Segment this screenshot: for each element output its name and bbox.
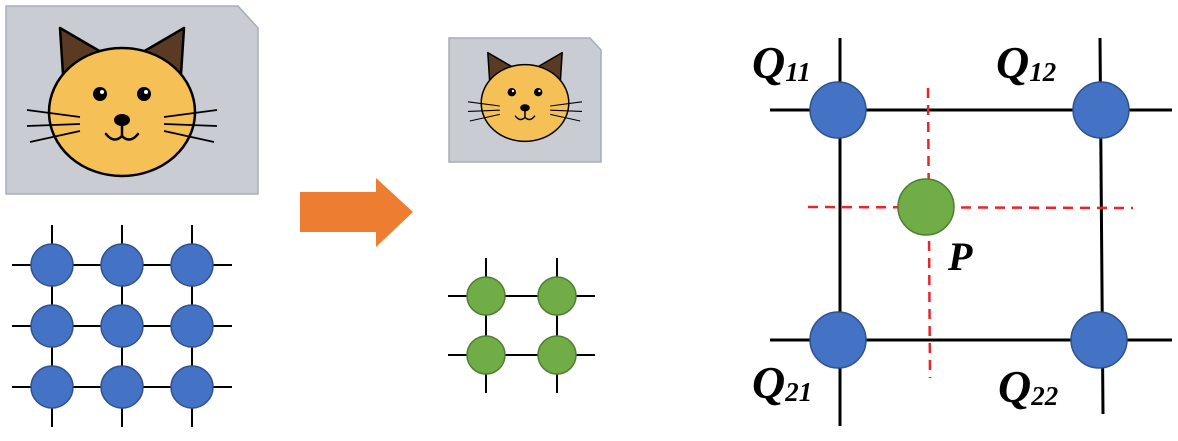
cat-whisker <box>163 109 218 118</box>
source-grid-node <box>170 304 214 348</box>
target-image-card <box>448 37 602 163</box>
source-grid-node <box>170 365 214 409</box>
cat-whisker <box>26 109 81 118</box>
node-q22 <box>1070 311 1128 369</box>
label-q21: Q21 <box>752 357 812 408</box>
cat-mouth <box>104 124 140 141</box>
label-q12: Q12 <box>996 37 1056 88</box>
cat-face-icon <box>467 51 583 143</box>
cat-eye-shine-left <box>100 90 104 94</box>
bilinear-detail: Q11 Q12 Q21 Q22 P <box>752 37 1172 426</box>
cat-eye-right <box>534 88 543 97</box>
cat-eye-right <box>137 87 151 101</box>
cat-whisker <box>29 130 81 143</box>
cat-eye-left <box>93 87 107 101</box>
target-pixel-grid <box>448 258 595 393</box>
node-q21 <box>809 311 867 369</box>
source-grid-node <box>30 304 74 348</box>
downscale-arrow <box>300 178 413 247</box>
cat-whisker <box>163 123 218 127</box>
source-grid-node <box>100 304 144 348</box>
source-grid-node <box>170 243 214 287</box>
cat-nose <box>114 114 130 126</box>
label-p: P <box>947 234 973 279</box>
cat-eye-shine-left <box>511 89 515 93</box>
label-q11: Q11 <box>752 37 811 88</box>
cat-whisker <box>469 113 500 122</box>
target-grid-node <box>466 335 506 375</box>
target-grid-node <box>537 335 577 375</box>
source-grid-node <box>30 243 74 287</box>
target-grid-node <box>537 276 577 316</box>
cat-whisker <box>467 101 500 107</box>
dashed-line-horizontal <box>807 205 1134 210</box>
cat-face-icon <box>26 26 218 178</box>
source-grid-node <box>100 243 144 287</box>
cat-whisker <box>550 109 583 112</box>
cat-whisker <box>550 113 581 122</box>
cat-mouth <box>514 110 536 121</box>
source-image-card <box>5 5 259 195</box>
cat-whisker <box>550 101 583 107</box>
cat-head <box>47 46 197 178</box>
node-q11 <box>809 81 867 139</box>
node-p <box>897 178 955 236</box>
cat-nose <box>520 104 530 112</box>
cat-whisker <box>26 123 81 127</box>
right-arrow-icon <box>300 178 413 247</box>
source-grid-node <box>100 365 144 409</box>
cat-eye-left <box>507 88 516 97</box>
source-pixel-grid <box>12 225 232 427</box>
cat-head <box>480 63 570 143</box>
cat-whisker <box>163 130 215 143</box>
target-grid-node <box>466 276 506 316</box>
label-q22: Q22 <box>998 361 1058 412</box>
cat-whisker <box>467 109 500 112</box>
cat-eye-shine-right <box>144 90 148 94</box>
source-grid-node <box>30 365 74 409</box>
node-q12 <box>1072 81 1130 139</box>
cat-eye-shine-right <box>538 89 541 93</box>
